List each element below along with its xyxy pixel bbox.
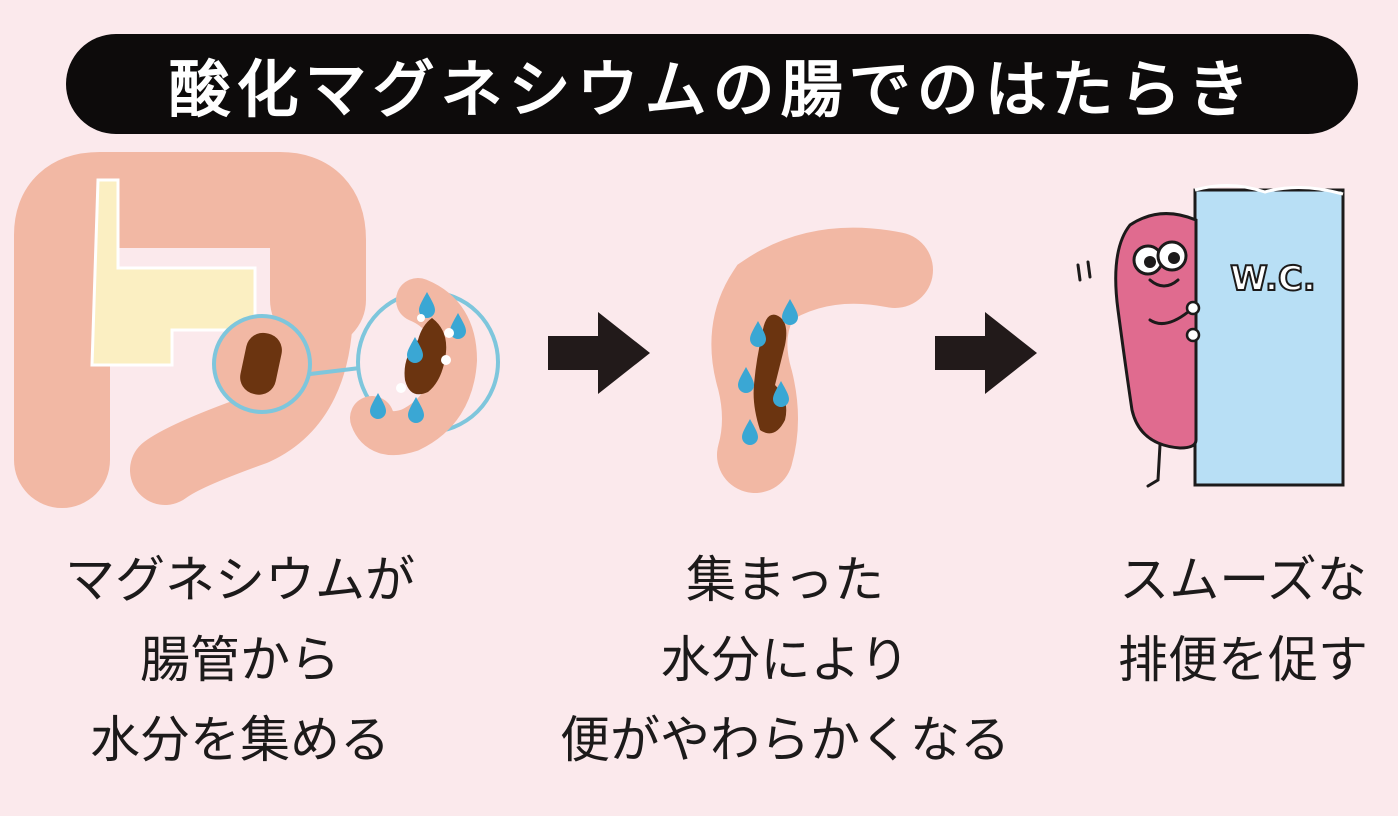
colon-segment [711,227,933,493]
arrow-right-icon [935,312,1037,394]
caption-line: 排便を促す [1118,631,1368,689]
door-sign: W.C. [1230,259,1316,299]
stool-icon [240,332,282,395]
caption-line: マグネシウムが [65,551,415,609]
toilet-scene: W.C. [1076,183,1345,488]
caption-line: 便がやわらかくなる [560,711,1010,769]
arrow-right-icon [548,312,650,394]
toilet-door [1193,188,1345,487]
intestine-diagram [14,152,500,508]
zoom-line [309,366,361,376]
colon-curve [130,265,354,505]
step-caption-2: 集まった 水分により 便がやわらかくなる [540,540,1030,780]
caption-line: 集まった [686,551,884,609]
caption-line: 腸管から [140,631,340,689]
step-caption-3: スムーズな 排便を促す [1098,540,1388,700]
stool-closeup [404,318,447,395]
caption-line: 水分を集める [90,711,390,769]
caption-line: 水分により [660,631,910,689]
caption-line: スムーズな [1119,551,1367,609]
title-bar: 酸化マグネシウムの腸でのはたらき [66,34,1358,134]
page-title: 酸化マグネシウムの腸でのはたらき [168,53,1256,126]
step-caption-1: マグネシウムが 腸管から 水分を集める [30,540,450,780]
water-drops-zoom [370,292,466,423]
large-intestine [14,152,366,508]
character-body [1114,212,1198,450]
